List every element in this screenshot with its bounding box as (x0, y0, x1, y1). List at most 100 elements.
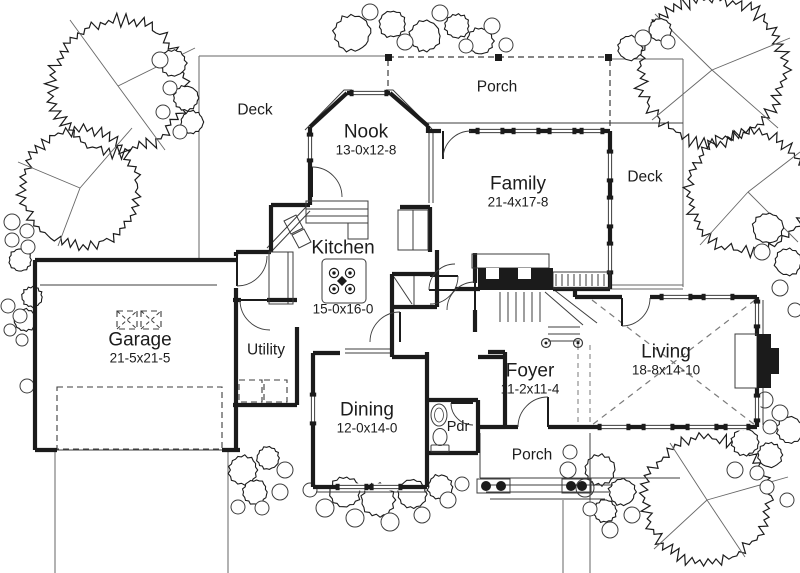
shrub-icon (254, 500, 270, 516)
deck-upper-left-label: Deck (237, 101, 273, 119)
stairs-newels (540, 337, 584, 349)
bush-icon (21, 285, 43, 309)
shrub-icon (759, 479, 775, 495)
window (723, 423, 751, 431)
shrub-icon (4, 232, 20, 248)
bush-icon (255, 445, 281, 470)
shrub-icon (12, 308, 28, 324)
fireplace-family (478, 268, 553, 290)
shrub-icon (172, 124, 188, 140)
door-arc (517, 396, 549, 428)
window (306, 132, 314, 163)
door-arc (446, 281, 476, 311)
window (475, 127, 505, 135)
window (753, 393, 761, 423)
porch-post (495, 54, 502, 61)
room-label-family: Family 21-4x17-8 (487, 173, 549, 209)
bushes-layer (0, 3, 800, 539)
shrub-icon (660, 34, 676, 50)
tree-icon (632, 0, 793, 151)
shrub-icon (315, 498, 335, 518)
doors-layer (236, 130, 651, 428)
porch-column (566, 481, 576, 491)
shrub-icon (483, 17, 501, 35)
bush-icon (775, 415, 800, 445)
door-arc (621, 297, 651, 327)
trees-layer (14, 0, 800, 568)
window (309, 392, 317, 426)
window (369, 483, 403, 491)
shrub-icon (601, 521, 619, 539)
porch-column (496, 481, 506, 491)
bush-icon (180, 109, 205, 135)
shrub-icon (151, 51, 169, 69)
bush-icon (607, 477, 638, 507)
room-label-powder: Pdr (446, 419, 470, 436)
shrub-icon (779, 492, 795, 508)
shrub-icon (396, 33, 414, 51)
window (335, 483, 369, 491)
door-arc (429, 275, 459, 305)
window (606, 149, 614, 183)
shrub-icon (762, 419, 778, 435)
tree-icon (681, 126, 800, 260)
door-arc (442, 130, 472, 160)
porch-post (605, 54, 612, 61)
shrub-icon (345, 508, 365, 528)
porch-upper-label: Porch (476, 78, 518, 96)
porch-column (577, 481, 587, 491)
fixtures-layer (268, 54, 779, 494)
tree-icon (42, 11, 191, 161)
shrub-icon (155, 104, 171, 120)
deck-right-label: Deck (627, 168, 663, 186)
shrub-icon (753, 243, 771, 261)
porch-post (385, 54, 392, 61)
bush-icon (757, 441, 784, 469)
bush-icon (241, 479, 268, 505)
window (606, 195, 614, 229)
fireplace-living (757, 334, 779, 388)
shrub-icon (726, 461, 744, 479)
kitchen-sink (283, 214, 312, 249)
shrub-icon (0, 298, 16, 314)
shrub-icon (361, 3, 379, 21)
shrub-icon (458, 38, 474, 54)
door-arc (428, 263, 456, 291)
shrub-icon (413, 506, 431, 524)
bush-icon (227, 454, 259, 486)
shrub-icon (771, 279, 789, 297)
window (606, 241, 614, 275)
tree-icon (14, 122, 142, 252)
room-label-dining: Dining 12-0x14-0 (336, 399, 398, 435)
window (547, 127, 577, 135)
shrub-icon (20, 239, 36, 255)
shrub-icon (634, 29, 652, 47)
shrub-icon (271, 483, 289, 501)
bush-icon (773, 247, 800, 277)
bush-icon (730, 427, 760, 457)
shrub-icon (162, 80, 178, 96)
windows-layer (306, 89, 761, 491)
shrub-icon (19, 223, 35, 239)
bush-icon (408, 19, 441, 53)
bush-icon (378, 10, 406, 39)
room-label-kitchen: Kitchen (311, 237, 375, 259)
shrub-icon (380, 512, 400, 532)
door-arc (450, 402, 474, 426)
window (685, 423, 719, 431)
shrub-icon (15, 333, 29, 347)
window (659, 293, 693, 301)
window (701, 293, 735, 301)
site-lines-layer (54, 55, 684, 573)
shrub-icon (431, 4, 449, 22)
shrub-icon (19, 378, 35, 394)
porch-lower-label: Porch (511, 446, 553, 464)
door-arc (236, 255, 268, 287)
shrub-icon (623, 506, 641, 524)
shrub-icon (771, 404, 789, 422)
window (753, 299, 761, 329)
porch-column (481, 481, 491, 491)
bush-icon (443, 13, 470, 39)
